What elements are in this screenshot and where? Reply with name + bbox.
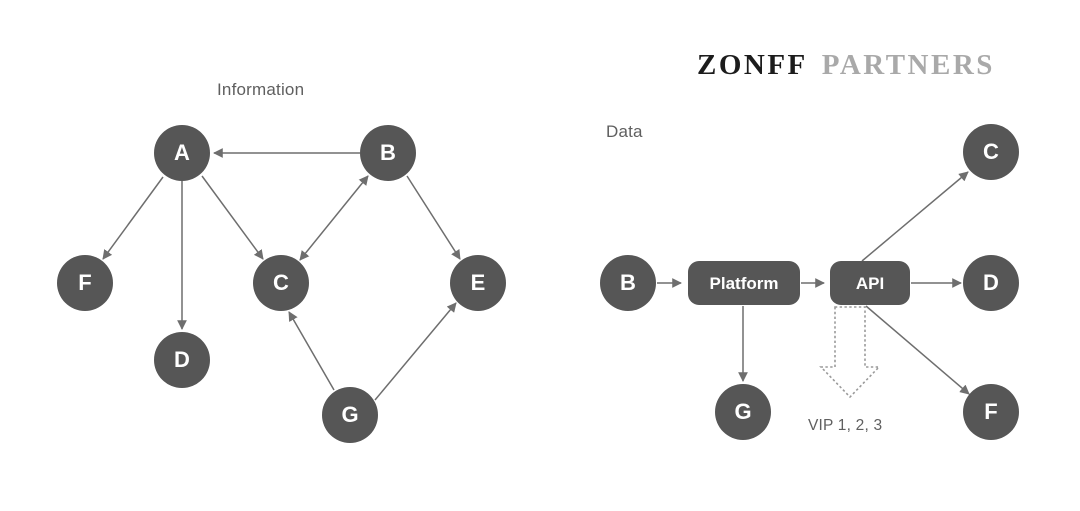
- panel-title-information: Information: [217, 80, 305, 99]
- vip-label: VIP 1, 2, 3: [808, 417, 883, 434]
- edge-B-to-E: [406, 175, 461, 260]
- edge-B-to-C-bidirectional: [299, 175, 369, 261]
- node-left-A[interactable]: A: [154, 125, 210, 181]
- edge-api-to-C: [861, 171, 969, 262]
- node-right-F[interactable]: F: [963, 384, 1019, 440]
- edge-api-to-F: [865, 305, 970, 395]
- node-left-E[interactable]: E: [450, 255, 506, 311]
- node-platform[interactable]: Platform: [688, 261, 800, 305]
- node-left-D[interactable]: D: [154, 332, 210, 388]
- edge-G-to-C: [288, 311, 335, 391]
- logo-secondary-text: PARTNERS: [821, 49, 995, 81]
- edges-information: [102, 148, 461, 401]
- node-left-B[interactable]: B: [360, 125, 416, 181]
- node-right-D[interactable]: D: [963, 255, 1019, 311]
- node-right-B[interactable]: B: [600, 255, 656, 311]
- edge-A-to-C: [201, 175, 264, 260]
- zonff-partners-logo: ZONFF PARTNERS: [697, 49, 995, 82]
- vip-block-arrow-icon: [819, 306, 881, 399]
- logo-primary-text: ZONFF: [697, 49, 808, 81]
- edge-A-to-F: [102, 176, 164, 260]
- node-right-C[interactable]: C: [963, 124, 1019, 180]
- edge-G-to-E: [374, 302, 457, 401]
- node-right-G[interactable]: G: [715, 384, 771, 440]
- edges-data: [657, 171, 970, 395]
- panel-title-data: Data: [606, 122, 643, 141]
- node-left-F[interactable]: F: [57, 255, 113, 311]
- node-left-G[interactable]: G: [322, 387, 378, 443]
- node-left-C[interactable]: C: [253, 255, 309, 311]
- node-api[interactable]: API: [830, 261, 910, 305]
